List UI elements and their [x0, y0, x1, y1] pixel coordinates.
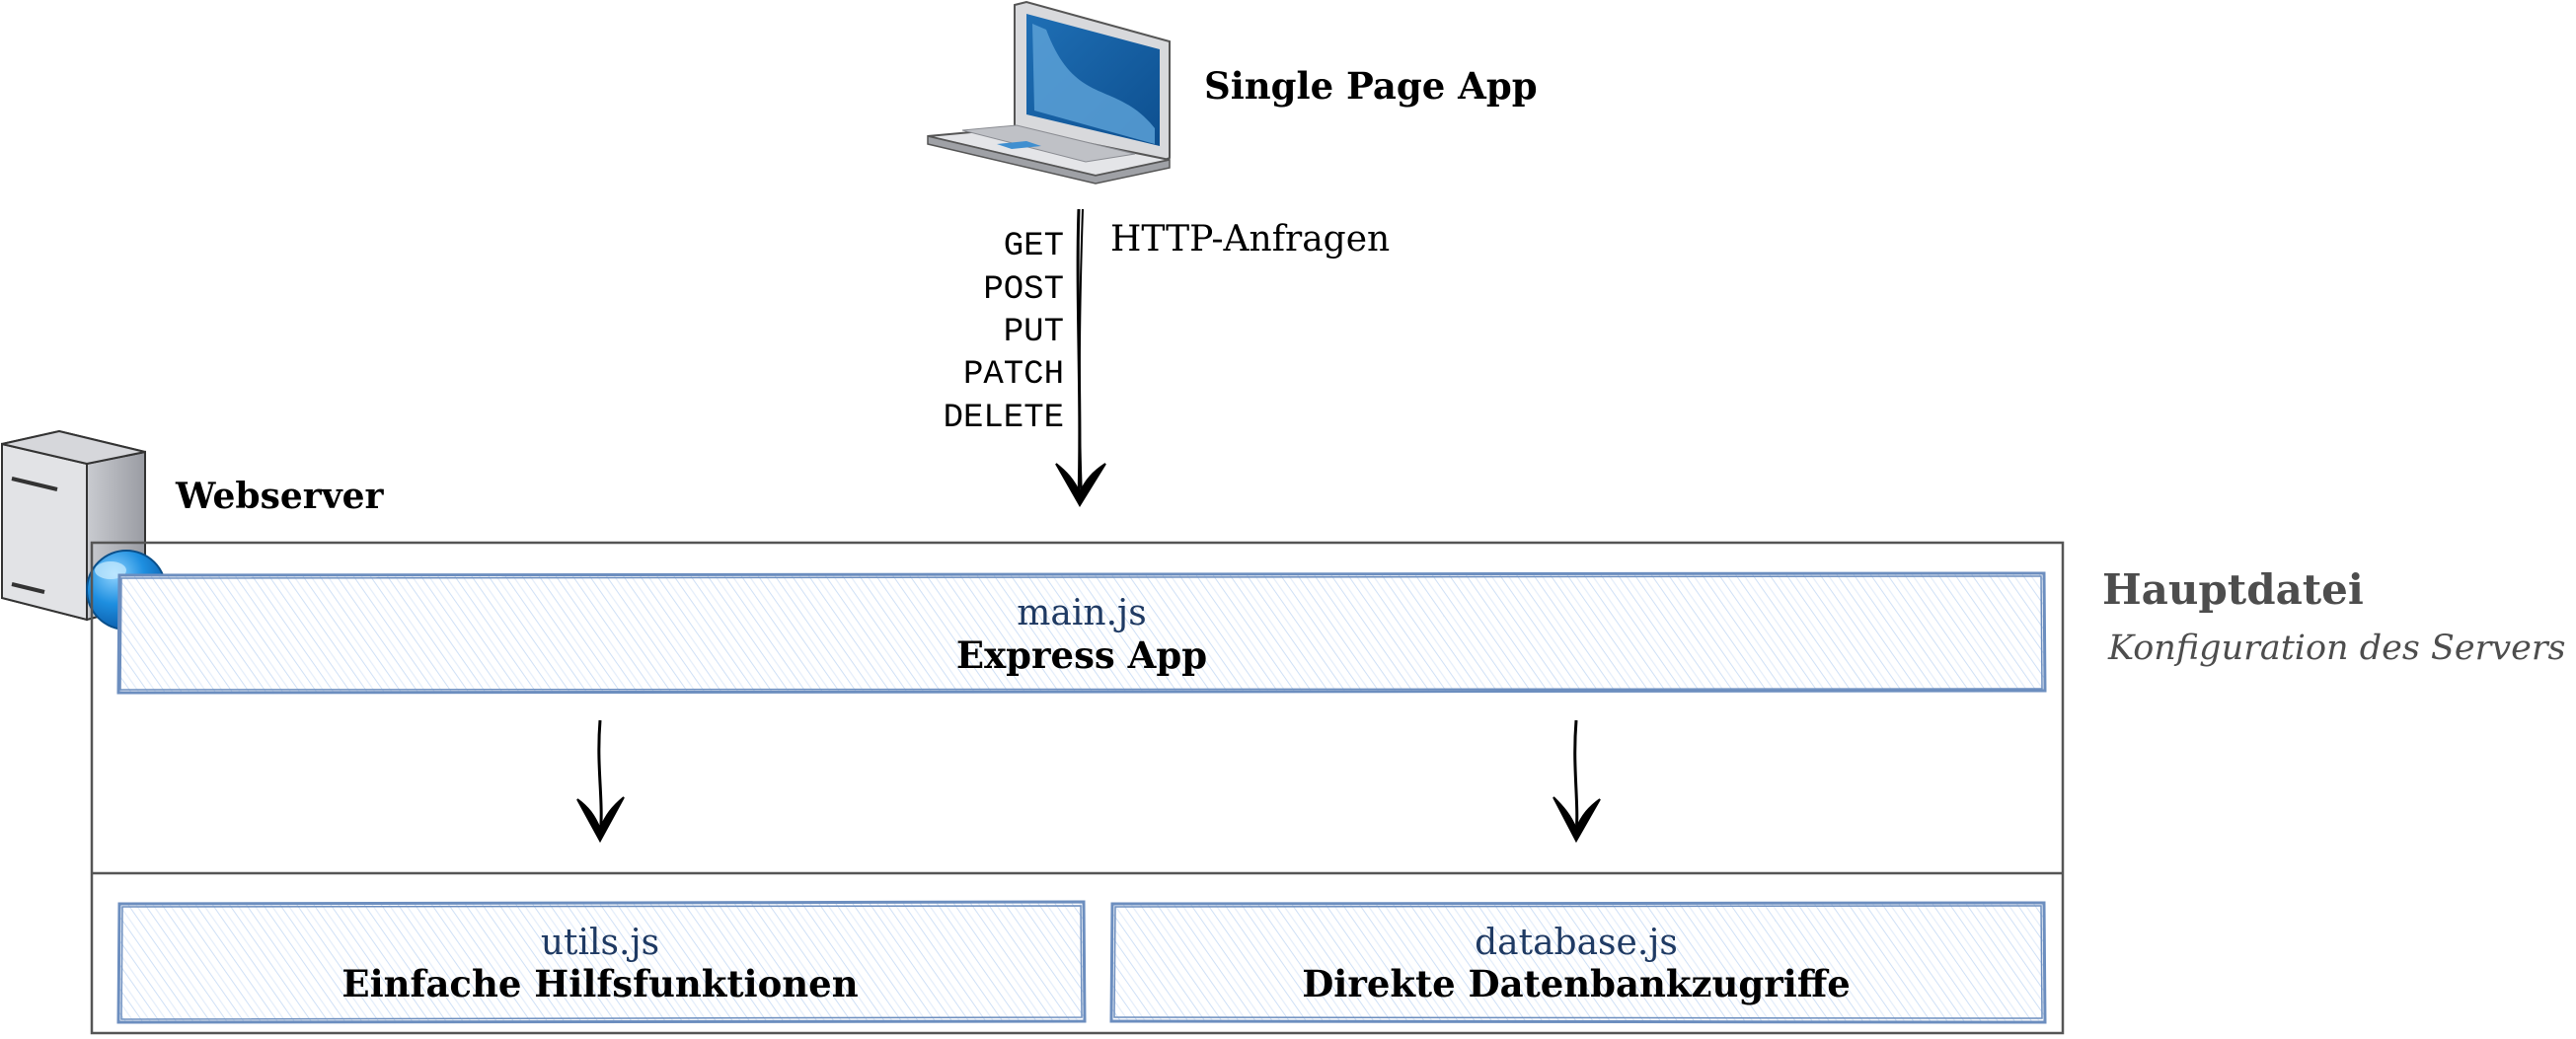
http-methods: GET POST PUT PATCH DELETE: [944, 228, 1064, 437]
arrow-to-database: [1553, 719, 1601, 844]
request-label: HTTP-Anfragen: [1110, 219, 1390, 260]
main-annotation-title: Hauptdatei: [2102, 565, 2364, 614]
utils-module-title: Einfache Hilfsfunktionen: [341, 962, 858, 1005]
client-label: Single Page App: [1204, 64, 1538, 108]
utils-module: utils.js Einfache Hilfsfunktionen: [116, 900, 1087, 1024]
http-method-put: PUT: [1004, 314, 1064, 351]
request-arrow: [1055, 208, 1106, 507]
http-method-post: POST: [983, 271, 1064, 309]
database-module: database.js Direkte Datenbankzugriffe: [1109, 901, 2047, 1024]
utils-module-filename: utils.js: [541, 923, 659, 963]
main-module: main.js Express App: [116, 571, 2047, 695]
arrow-to-utils: [576, 719, 625, 844]
http-method-patch: PATCH: [963, 356, 1064, 394]
main-annotation-subtitle: Konfiguration des Servers: [2107, 629, 2566, 668]
database-module-filename: database.js: [1475, 923, 1678, 963]
laptop-icon: [927, 0, 1171, 185]
database-module-title: Direkte Datenbankzugriffe: [1302, 962, 1851, 1005]
main-module-title: Express App: [956, 633, 1207, 677]
http-method-delete: DELETE: [944, 400, 1064, 437]
server-container: [90, 541, 2065, 1035]
main-module-filename: main.js: [1017, 593, 1146, 633]
http-method-get: GET: [1004, 228, 1064, 265]
server-label: Webserver: [175, 476, 385, 517]
